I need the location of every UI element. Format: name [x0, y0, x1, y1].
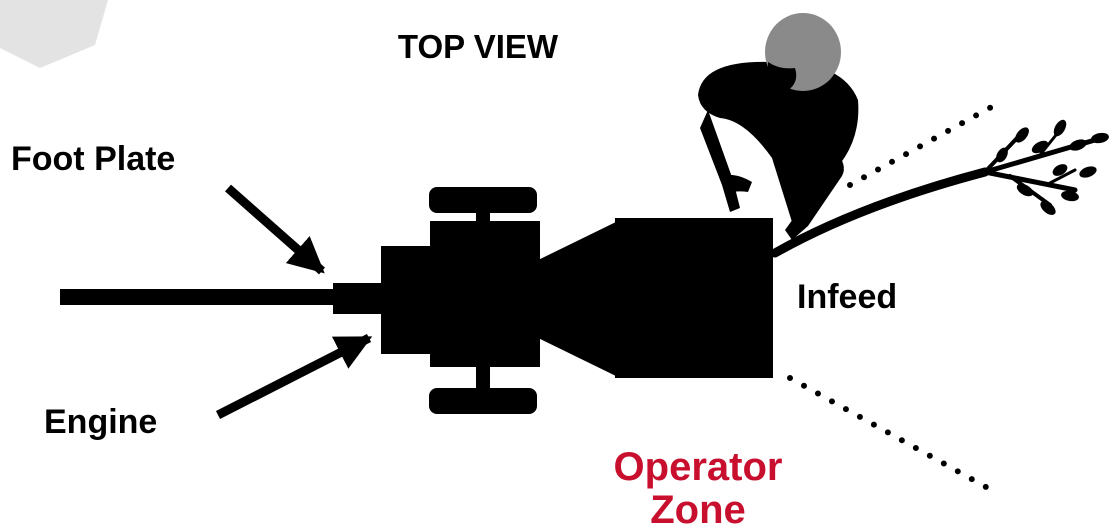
operator-zone-boundary-upper [847, 102, 998, 188]
infeed-label: Infeed [797, 278, 897, 316]
operator-zone-boundary-lower [787, 375, 998, 495]
engine-arrow [215, 333, 373, 420]
operator-zone-label-line1: Operator [614, 445, 783, 489]
diagram-title: TOP VIEW [398, 28, 559, 65]
engine-frame [430, 221, 540, 367]
foot-plate-arrow [225, 184, 325, 275]
chipper-body-taper [532, 220, 620, 378]
tow-bar [60, 289, 345, 305]
foot-plate [333, 283, 385, 314]
wheel-top [429, 187, 537, 213]
infeed-hopper [615, 218, 773, 378]
corner-decoration [0, 0, 108, 68]
operator-figure [698, 13, 859, 240]
axle-bottom [476, 362, 490, 388]
wheel-bottom [429, 388, 537, 414]
operator-zone-label-line2: Zone [650, 488, 746, 529]
foot-plate-label: Foot Plate [11, 140, 175, 178]
engine-label: Engine [44, 403, 157, 441]
branch [770, 119, 1109, 258]
